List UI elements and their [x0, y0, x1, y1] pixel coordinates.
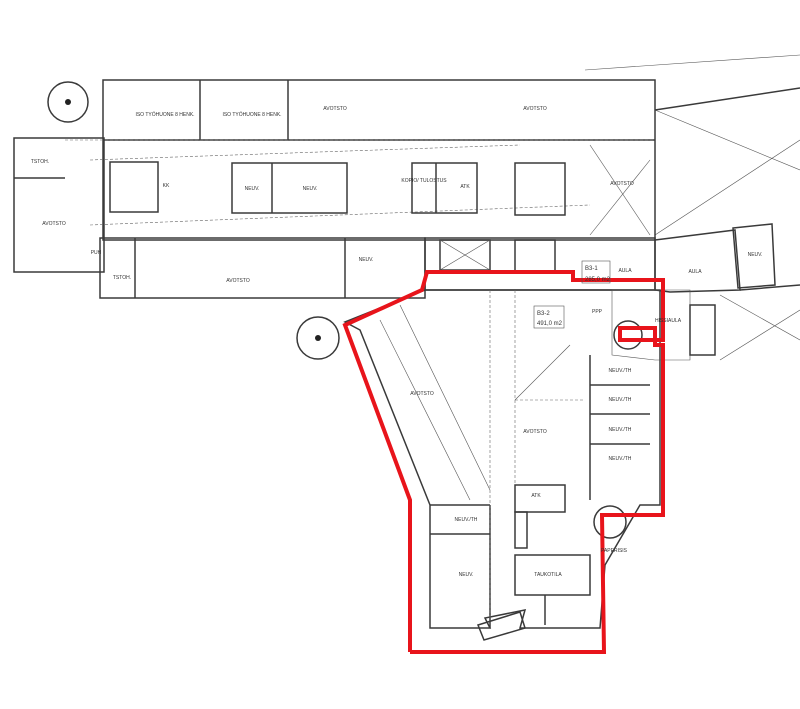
- room-label: AVOTSTO: [523, 429, 547, 435]
- room-label: NEUV./TH: [609, 397, 632, 403]
- room-label: AVOTSTO: [226, 278, 250, 284]
- office-zone-b3-2: [343, 289, 716, 641]
- room-label: AVOTSTO: [523, 106, 547, 112]
- room-label: ATK: [460, 184, 470, 190]
- room-label: AULA: [688, 269, 702, 275]
- room-label: NEUV./TH: [455, 517, 478, 523]
- room-label: AVOTSTO: [410, 391, 434, 397]
- room-label: NEUV.: [303, 186, 318, 192]
- unit-area-b3-2: 491,0 m2: [537, 321, 563, 327]
- room-labels: ISO TYÖHUONE 8 HENK. ISO TYÖHUONE 8 HENK…: [31, 106, 763, 578]
- room-label: KOPIO/ TULOSTUS: [401, 178, 447, 184]
- room-label: NEUV.: [748, 252, 763, 258]
- room-label: AULA: [618, 268, 632, 274]
- unit-area-b3-1: 285,0 m2: [585, 277, 611, 283]
- spiral-stair-icon: [613, 320, 643, 350]
- room-label: ATK: [531, 493, 541, 499]
- spiral-stair-icon: [47, 81, 89, 123]
- office-zone-b3-1: [13, 79, 776, 299]
- room-label: TSTOH.: [113, 275, 131, 281]
- adjacent-building: [584, 54, 800, 361]
- room-label: PPP: [592, 309, 603, 315]
- room-label: NEUV./TH: [609, 456, 632, 462]
- room-label: TAUKOTILA: [534, 572, 562, 578]
- unit-id-b3-2: B3-2: [537, 311, 550, 317]
- room-label: AVOTSTO: [42, 221, 66, 227]
- room-label: PAPERISIS: [601, 548, 628, 554]
- room-label: PUH: [91, 250, 102, 256]
- room-label: AVOTSTO: [323, 106, 347, 112]
- spiral-stair-icon: [593, 505, 627, 539]
- room-label: HISSIAULA: [655, 318, 682, 324]
- room-label: NEUV./TH: [609, 427, 632, 433]
- spiral-stair-icon: [296, 316, 340, 360]
- selected-unit-outline: [342, 270, 665, 654]
- room-label: TSTOH.: [31, 159, 49, 165]
- room-label: NEUV.: [359, 257, 374, 263]
- room-label: NEUV.: [245, 186, 260, 192]
- room-label: ISO TYÖHUONE 8 HENK.: [222, 111, 281, 118]
- room-label: AVOTSTO: [610, 181, 634, 187]
- room-label: KK: [163, 183, 170, 189]
- unit-id-b3-1: B3-1: [585, 266, 598, 272]
- room-label: ISO TYÖHUONE 8 HENK.: [135, 111, 194, 118]
- room-label: NEUV.: [459, 572, 474, 578]
- room-label: NEUV./TH: [609, 368, 632, 374]
